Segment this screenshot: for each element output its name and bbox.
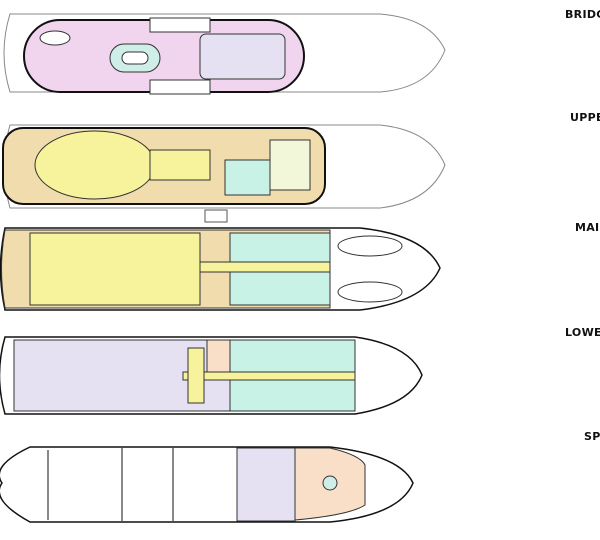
deck-label-spa: SP — [584, 430, 600, 443]
spa-deck-plan — [0, 446, 414, 523]
deck-label-lower: LOWE — [565, 326, 600, 339]
deck-label-upper: UPPE — [570, 111, 600, 124]
bridge-deck-plan — [3, 13, 446, 95]
upper-deck-plan — [2, 124, 446, 223]
deck-label-bridge: BRIDG — [565, 8, 600, 21]
lower-deck-plan — [0, 336, 423, 415]
deck-label-main: MAI — [575, 221, 600, 234]
main-deck-plan — [0, 227, 441, 311]
